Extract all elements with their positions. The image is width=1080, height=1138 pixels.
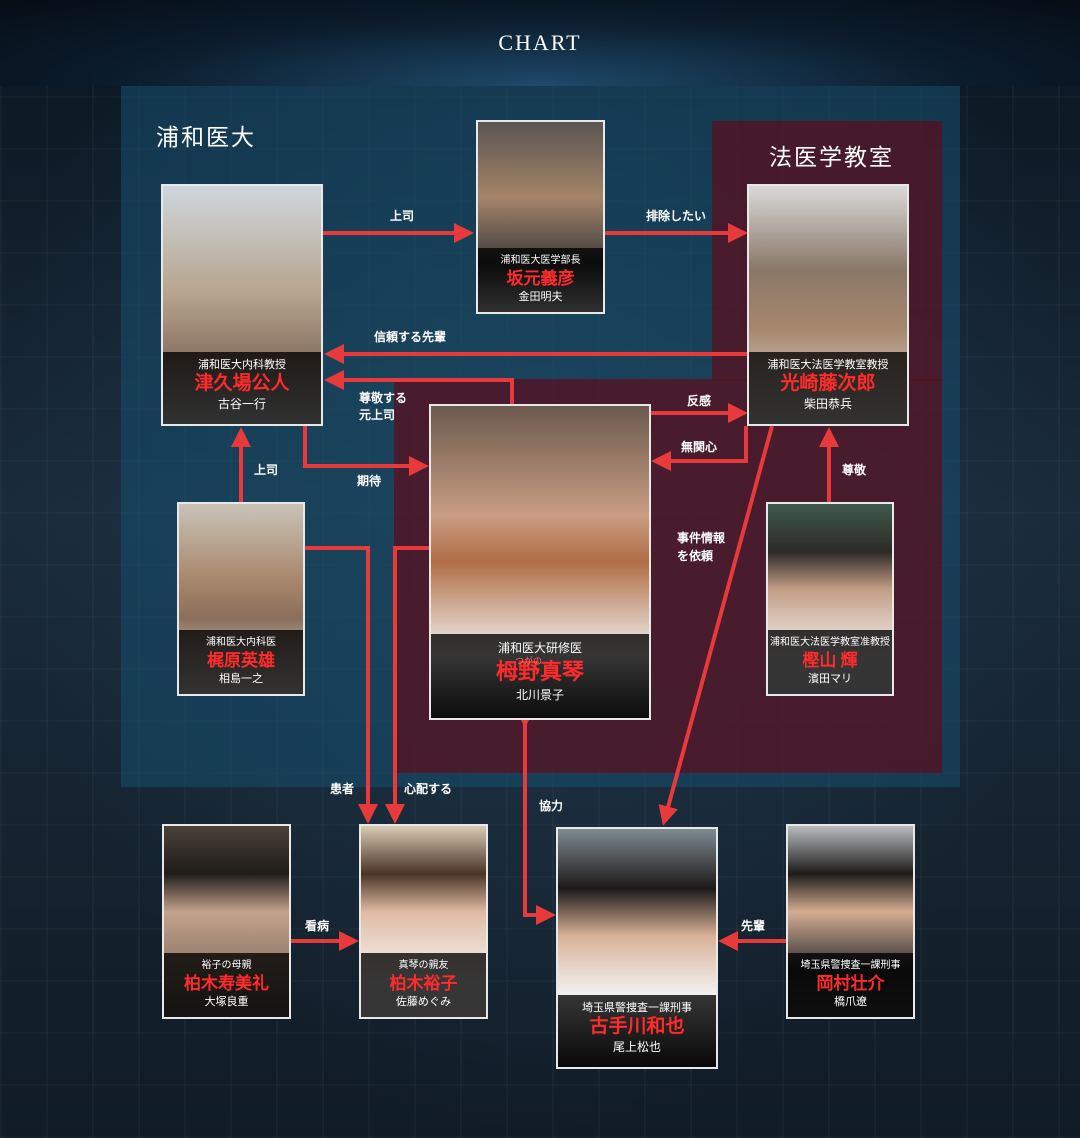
name-kashiyama: 樫山 輝 (802, 651, 858, 670)
name-kajiwara: 梶原英雄 (207, 651, 275, 670)
label-shinpai: 心配する (404, 782, 453, 796)
caption-okamura: 埼玉県警捜査一課刑事 岡村壮介 橋爪遼 (788, 953, 913, 1017)
zone-label-hoi: 法医学教室 (769, 145, 894, 170)
role-okamura: 埼玉県警捜査一課刑事 (800, 960, 901, 971)
role-kashiyama: 浦和医大法医学教室准教授 (770, 637, 890, 648)
role-kajiwara: 浦和医大内科医 (206, 637, 276, 648)
arrow-tsugano-kotegawa (515, 708, 556, 925)
label-senpai: 先輩 (741, 919, 766, 933)
role-kotegawa: 埼玉県警捜査一課刑事 (582, 1002, 692, 1014)
name-kashiwagi-yuko: 柏木裕子 (389, 974, 458, 993)
arrow-tsugano-tsukuba (324, 370, 514, 404)
card-mitsuzaki[interactable]: 浦和医大法医学教室教授 光崎藤次郎 柴田恭兵 (747, 184, 909, 426)
label-sonkei-moto-2: 元上司 (359, 408, 396, 422)
caption-kashiyama: 浦和医大法医学教室准教授 樫山 輝 濱田マリ (768, 630, 892, 694)
arrow-mitsuzaki-kotegawa (658, 425, 774, 826)
name-mitsuzaki: 光崎藤次郎 (780, 373, 876, 394)
caption-tsugano: 浦和医大研修医 つがの 栂野真琴 北川景子 (431, 634, 649, 718)
role-tsugano: 浦和医大研修医 (497, 641, 582, 655)
role-sakamoto: 浦和医大医学部長 (500, 255, 581, 266)
actor-kotegawa: 尾上松也 (612, 1040, 661, 1054)
card-kashiyama[interactable]: 浦和医大法医学教室准教授 樫山 輝 濱田マリ (766, 502, 894, 696)
arrow-tsugano-yuko (385, 546, 429, 824)
role-kashiwagi-sumire: 裕子の母親 (201, 960, 252, 971)
arrow-mitsuzaki-tsugano (651, 426, 748, 471)
actor-kajiwara: 相島一之 (219, 673, 263, 685)
label-mukanshin: 無関心 (681, 440, 718, 454)
label-sonkei: 尊敬 (842, 463, 867, 477)
label-joushi-1: 上司 (390, 209, 415, 223)
arrow-kajiwara-yuko (305, 546, 378, 824)
card-kotegawa[interactable]: 埼玉県警捜査一課刑事 古手川和也 尾上松也 (556, 827, 718, 1069)
zone-label-urawa: 浦和医大 (156, 125, 256, 150)
card-okamura[interactable]: 埼玉県警捜査一課刑事 岡村壮介 橋爪遼 (786, 824, 915, 1019)
label-jiken-1: 事件情報 (677, 531, 726, 545)
card-kashiwagi-sumire[interactable]: 裕子の母親 柏木寿美礼 大塚良重 (162, 824, 291, 1019)
actor-kashiwagi-yuko: 佐藤めぐみ (395, 996, 452, 1008)
actor-tsukuba: 古谷一行 (217, 397, 266, 411)
label-haijo: 排除したい (646, 209, 707, 223)
name-kashiwagi-sumire: 柏木寿美礼 (184, 974, 269, 993)
label-sonkei-moto-1: 尊敬する (359, 391, 408, 405)
role-tsukuba: 浦和医大内科教授 (198, 359, 286, 371)
header: CHART (0, 0, 1080, 86)
label-shinrai: 信頼する先輩 (374, 330, 447, 344)
label-kanbyou: 看病 (305, 919, 330, 933)
arrow-tsukuba-tsugano (303, 426, 429, 476)
label-kanja: 患者 (330, 782, 355, 796)
caption-kashiwagi-yuko: 真琴の親友 柏木裕子 佐藤めぐみ (361, 953, 486, 1017)
actor-tsugano: 北川景子 (515, 688, 564, 702)
label-joushi-2: 上司 (254, 463, 279, 477)
caption-kajiwara: 浦和医大内科医 梶原英雄 相島一之 (179, 630, 303, 694)
name-sakamoto: 坂元義彦 (506, 269, 575, 288)
card-tsukuba[interactable]: 浦和医大内科教授 津久場公人 古谷一行 (161, 184, 323, 426)
actor-mitsuzaki: 柴田恭兵 (803, 397, 852, 411)
actor-okamura: 橋爪遼 (834, 996, 867, 1008)
role-mitsuzaki: 浦和医大法医学教室教授 (767, 359, 889, 371)
card-kajiwara[interactable]: 浦和医大内科医 梶原英雄 相島一之 (177, 502, 305, 696)
caption-mitsuzaki: 浦和医大法医学教室教授 光崎藤次郎 柴田恭兵 (749, 352, 907, 424)
label-hankan: 反感 (687, 394, 712, 408)
label-kitai: 期待 (357, 474, 382, 488)
caption-sakamoto: 浦和医大医学部長 坂元義彦 金田明夫 (478, 248, 603, 312)
card-sakamoto[interactable]: 浦和医大医学部長 坂元義彦 金田明夫 (476, 120, 605, 314)
role-kashiwagi-yuko: 真琴の親友 (398, 960, 449, 971)
caption-kotegawa: 埼玉県警捜査一課刑事 古手川和也 尾上松也 (558, 995, 716, 1067)
name-kotegawa: 古手川和也 (589, 1016, 685, 1037)
card-tsugano[interactable]: 浦和医大研修医 つがの 栂野真琴 北川景子 (429, 404, 651, 720)
label-kyouryoku: 協力 (539, 799, 564, 813)
caption-kashiwagi-sumire: 裕子の母親 柏木寿美礼 大塚良重 (164, 953, 289, 1017)
label-jiken-2: を依頼 (677, 549, 714, 563)
name-tsugano: 栂野真琴 (495, 659, 584, 684)
actor-kashiyama: 濱田マリ (808, 673, 852, 685)
name-okamura: 岡村壮介 (816, 974, 885, 993)
caption-tsukuba: 浦和医大内科教授 津久場公人 古谷一行 (163, 352, 321, 424)
ruby-tsugano: つがの (515, 656, 543, 666)
page-title: CHART (498, 30, 582, 55)
name-tsukuba: 津久場公人 (194, 373, 290, 394)
actor-sakamoto: 金田明夫 (518, 291, 563, 303)
actor-kashiwagi-sumire: 大塚良重 (204, 996, 249, 1008)
card-kashiwagi-yuko[interactable]: 真琴の親友 柏木裕子 佐藤めぐみ (359, 824, 488, 1019)
